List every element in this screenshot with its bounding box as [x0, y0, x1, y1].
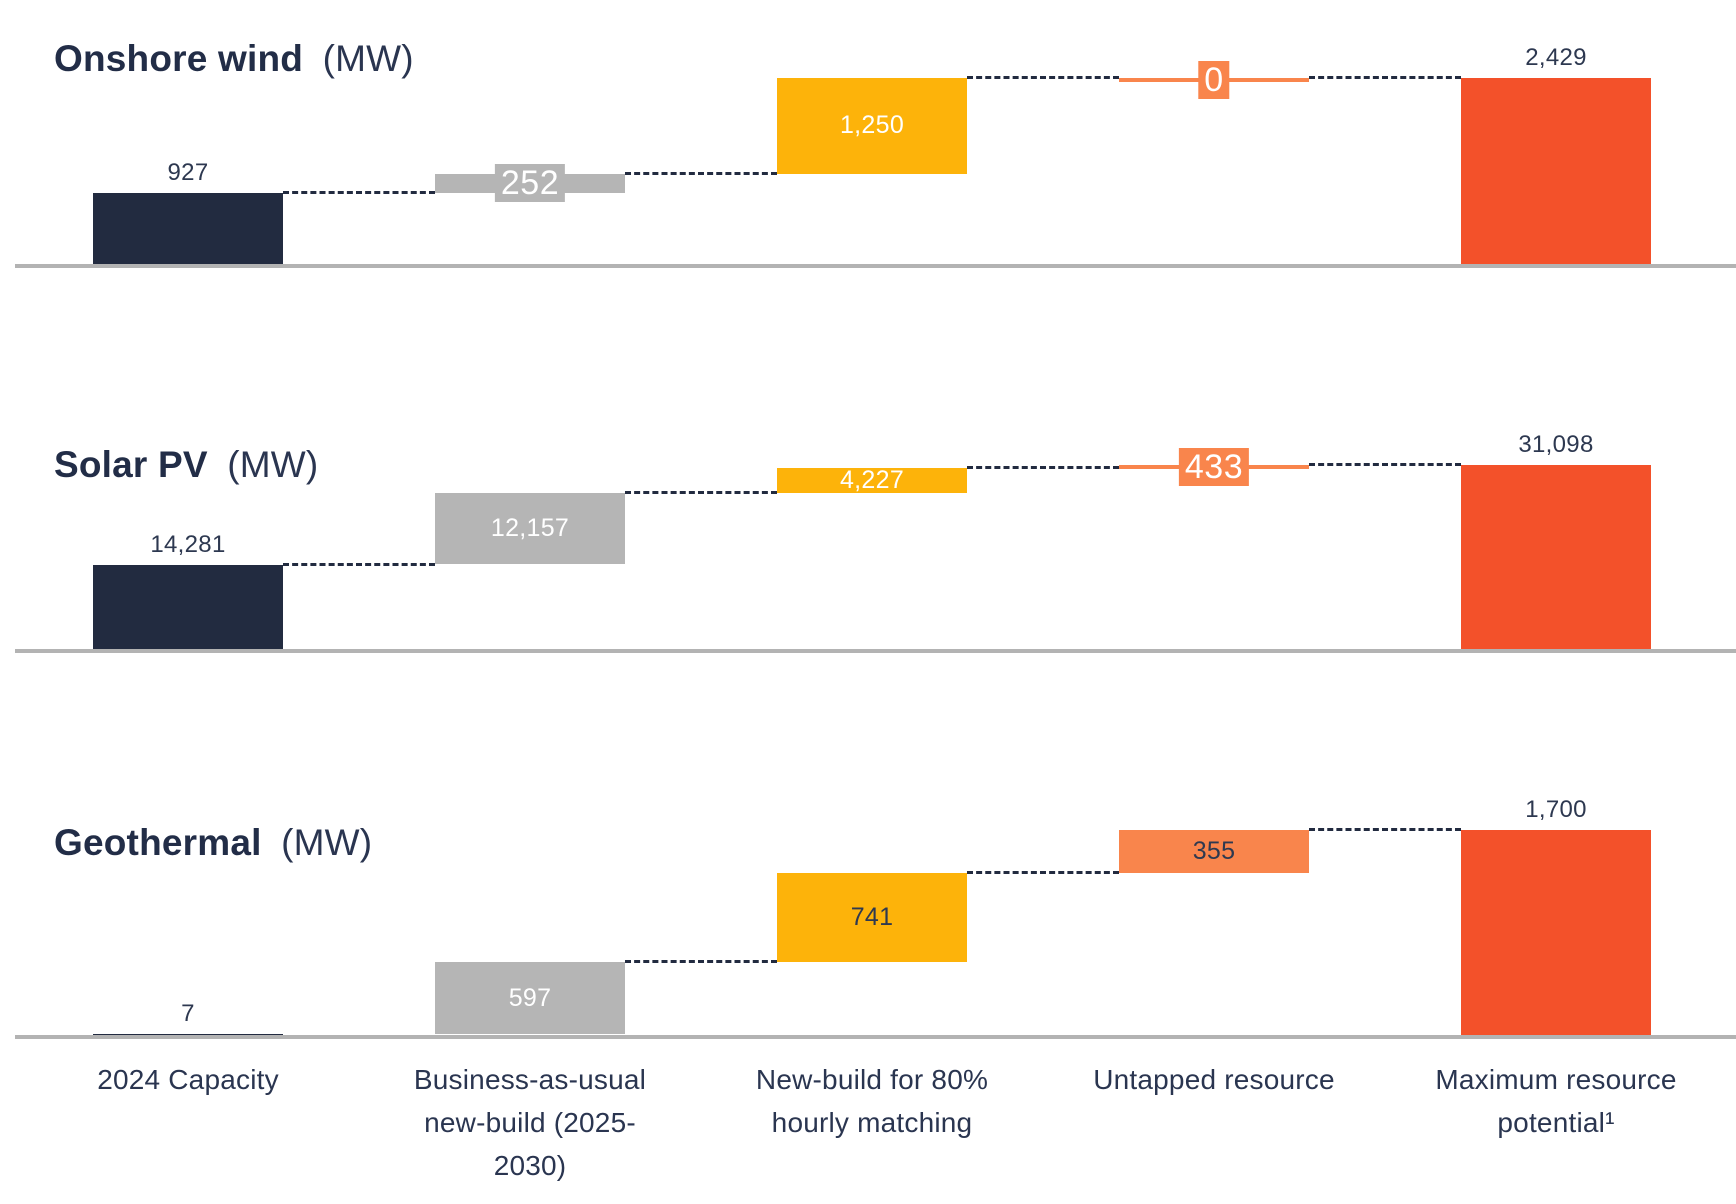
connector-line [1309, 76, 1461, 79]
chart-title-solar-pv: Solar PV (MW) [54, 444, 318, 486]
connector-line [625, 960, 777, 964]
axis-label-new-build-80: New-build for 80% hourly matching [755, 1064, 989, 1139]
axis-label-untapped-resource: Untapped resource [1093, 1064, 1335, 1095]
connector-line [283, 562, 435, 566]
bar-value-label: 2,429 [1525, 44, 1587, 71]
bar-value-label: 927 [167, 159, 209, 186]
baseline-geothermal [15, 1035, 1736, 1039]
bar-value-label: 597 [508, 983, 552, 1012]
bar-solar-pv-business-as-usual-new-build-2025-2030: 12,157 [435, 492, 625, 565]
baseline-onshore-wind [15, 264, 1736, 268]
axis-label-bau-new-build: Business-as-usual new-build (2025-2030) [413, 1064, 647, 1182]
bar-onshore-wind-maximum-resource-potential [1461, 78, 1651, 264]
bar-solar-pv-2024-capacity [93, 564, 283, 649]
bar-value-label: 12,157 [490, 514, 570, 543]
chart-title-text: Solar PV [54, 444, 208, 485]
connector-line [967, 465, 1119, 469]
connector-line [1309, 463, 1461, 466]
bar-value-label: 14,281 [150, 530, 226, 558]
bar-value-label: 4,227 [839, 465, 905, 494]
baseline-solar-pv [15, 649, 1736, 653]
bar-value-chip: 433 [1178, 448, 1250, 486]
connector-line [1309, 828, 1461, 831]
bar-geothermal-untapped-resource: 355 [1119, 830, 1309, 873]
bar-value-chip: 252 [494, 164, 566, 203]
bar-onshore-wind-new-build-for-80-hourly-matching: 1,250 [777, 78, 967, 174]
bar-value-label: 1,700 [1525, 796, 1587, 823]
bar-geothermal-business-as-usual-new-build-2025-2030: 597 [435, 962, 625, 1035]
chart-title-onshore-wind: Onshore wind (MW) [54, 38, 414, 80]
bar-value-label: 31,098 [1518, 431, 1594, 458]
bar-value-chip: 0 [1198, 61, 1230, 99]
chart-title-text: Geothermal [54, 822, 262, 863]
bar-geothermal-2024-capacity [93, 1034, 283, 1036]
axis-label-2024-capacity: 2024 Capacity [97, 1064, 279, 1095]
chart-title-unit: (MW) [227, 444, 319, 485]
chart-title-unit: (MW) [322, 38, 414, 79]
chart-title-geothermal: Geothermal (MW) [54, 822, 372, 864]
bar-solar-pv-new-build-for-80-hourly-matching: 4,227 [777, 465, 967, 494]
bar-solar-pv-maximum-resource-potential [1461, 465, 1651, 649]
connector-line [967, 76, 1119, 79]
bar-value-label: 355 [1192, 836, 1236, 865]
bar-onshore-wind-2024-capacity [93, 193, 283, 264]
connector-line [625, 171, 777, 175]
chart-title-text: Onshore wind [54, 38, 304, 79]
bar-geothermal-new-build-for-80-hourly-matching: 741 [777, 872, 967, 963]
axis-label-max-potential: Maximum resource potential¹ [1435, 1064, 1677, 1139]
bar-value-label: 741 [850, 902, 894, 931]
bar-geothermal-maximum-resource-potential [1461, 830, 1651, 1035]
bar-value-label: 7 [181, 1000, 195, 1028]
chart-title-unit: (MW) [281, 822, 373, 863]
bar-value-label: 1,250 [839, 111, 905, 140]
connector-line [967, 870, 1119, 874]
connector-line [625, 490, 777, 494]
connector-line [283, 191, 435, 194]
